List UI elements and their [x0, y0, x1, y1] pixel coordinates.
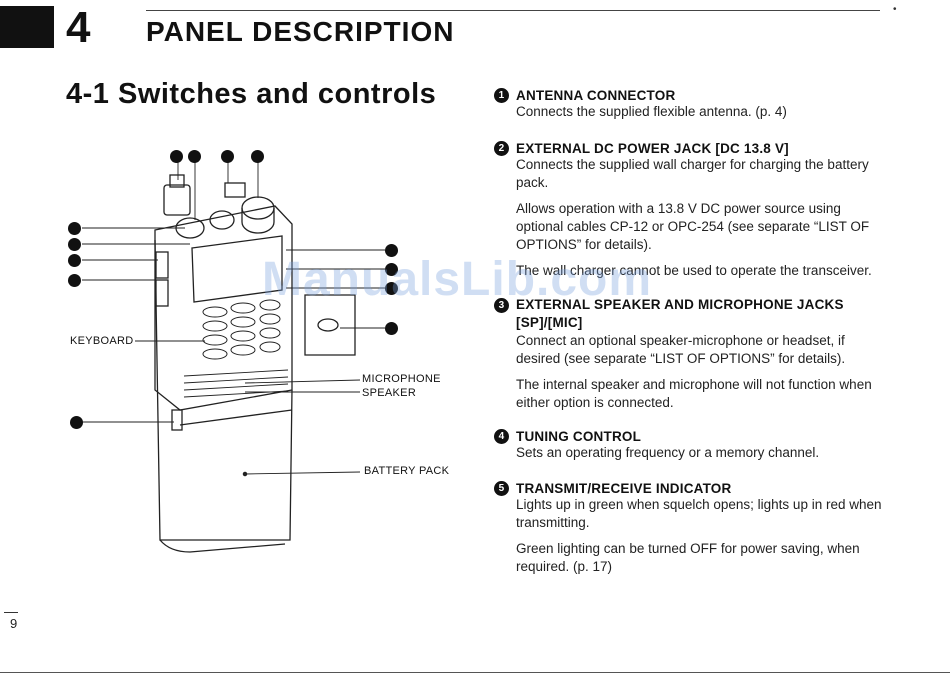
callout-marker-10: [68, 238, 81, 251]
item-speaker-mic-jacks: 3 EXTERNAL SPEAKER AND MICROPHONE JACKS …: [494, 296, 889, 420]
footer-rule: [0, 672, 950, 673]
callout-marker-13: [70, 416, 83, 429]
item-tuning-control: 4 TUNING CONTROL Sets an operating frequ…: [494, 429, 889, 470]
transceiver-figure: KEYBOARD MICROPHONE SPEAKER BATTERY PACK: [60, 140, 460, 560]
item-number-badge: 2: [494, 141, 509, 156]
item-title: TUNING CONTROL: [516, 429, 642, 444]
item-title: EXTERNAL SPEAKER AND MICROPHONE JACKS [S…: [516, 297, 844, 330]
callout-marker-2: [188, 150, 201, 163]
callout-marker-9: [68, 222, 81, 235]
keyboard-label: KEYBOARD: [70, 335, 134, 347]
item-paragraph: Green lighting can be turned OFF for pow…: [516, 541, 860, 574]
callout-marker-7: [385, 282, 398, 295]
item-number-badge: 1: [494, 88, 509, 103]
microphone-label: MICROPHONE: [362, 373, 441, 385]
section-title: 4-1 Switches and controls: [66, 78, 437, 110]
header-dot: •: [893, 4, 897, 15]
item-transmit-receive-indicator: 5 TRANSMIT/RECEIVE INDICATOR Lights up i…: [494, 481, 889, 584]
item-paragraph: The wall charger cannot be used to opera…: [516, 263, 872, 278]
item-paragraph: Allows operation with a 13.8 V DC power …: [516, 201, 870, 252]
callout-marker-3: [221, 150, 234, 163]
footer-tick: [4, 612, 18, 613]
callout-marker-6: [385, 263, 398, 276]
item-title: EXTERNAL DC POWER JACK [DC 13.8 V]: [516, 141, 789, 156]
item-paragraph: The internal speaker and microphone will…: [516, 377, 872, 410]
item-paragraph: Sets an operating frequency or a memory …: [516, 445, 820, 460]
item-antenna-connector: 1 ANTENNA CONNECTOR Connects the supplie…: [494, 88, 889, 129]
chapter-marker-block: [0, 6, 54, 48]
callout-marker-12: [68, 274, 81, 287]
callout-marker-8: [385, 244, 398, 257]
item-number-badge: 5: [494, 481, 509, 496]
transceiver-drawing: [82, 158, 385, 553]
item-paragraph: Connects the supplied wall charger for c…: [516, 157, 869, 190]
item-paragraph: Connects the supplied flexible antenna. …: [516, 104, 787, 119]
item-paragraph: Lights up in green when squelch opens; l…: [516, 497, 882, 530]
battery-pack-label: BATTERY PACK: [364, 465, 450, 477]
callout-marker-5: [385, 322, 398, 335]
chapter-number: 4: [66, 3, 91, 52]
speaker-label: SPEAKER: [362, 387, 417, 399]
item-external-dc-power-jack: 2 EXTERNAL DC POWER JACK [DC 13.8 V] Con…: [494, 141, 889, 288]
page-number: 9: [10, 616, 18, 631]
item-paragraph: Connect an optional speaker-microphone o…: [516, 333, 846, 366]
header-rule: [146, 10, 880, 11]
chapter-title: PANEL DESCRIPTION: [146, 16, 455, 47]
watermark: ManualsLib.com: [262, 253, 653, 306]
callout-marker-1: [170, 150, 183, 163]
item-number-badge: 4: [494, 429, 509, 444]
callout-marker-11: [68, 254, 81, 267]
callout-marker-4: [251, 150, 264, 163]
item-number-badge: 3: [494, 298, 509, 313]
item-title: TRANSMIT/RECEIVE INDICATOR: [516, 481, 732, 496]
item-title: ANTENNA CONNECTOR: [516, 88, 676, 103]
